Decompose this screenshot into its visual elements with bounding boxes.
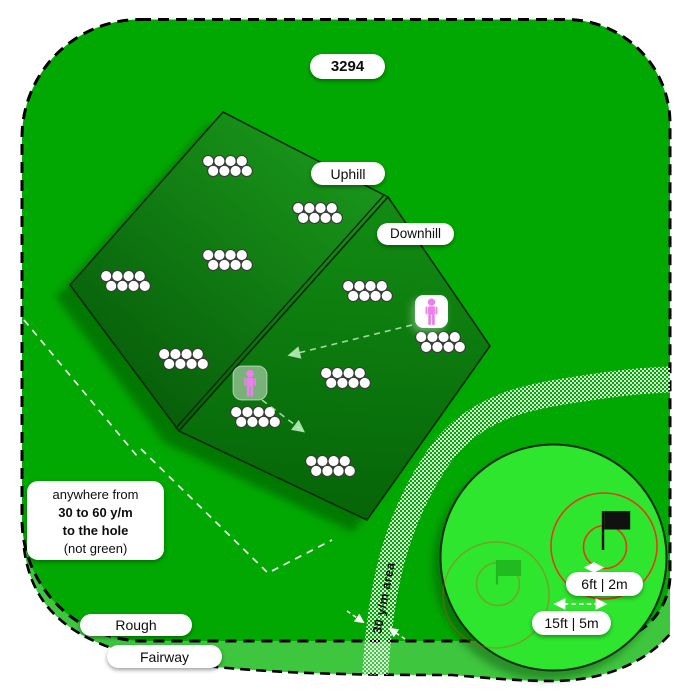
golf-ball: [347, 376, 360, 390]
golf-ball: [235, 154, 248, 168]
golf-ball: [319, 211, 332, 225]
practice-green-downhill: [178, 196, 491, 521]
arrow-to-fold-player: [287, 324, 413, 359]
golf-ball: [174, 357, 187, 371]
faded-flag-icon: [495, 560, 522, 585]
golf-ball: [138, 279, 151, 293]
golf-ball: [336, 376, 349, 390]
golf-ball: [235, 248, 248, 262]
ball-groups-layer: [100, 154, 466, 478]
course-number-badge: 3294: [310, 54, 385, 79]
golf-ball: [207, 164, 220, 178]
golf-ball: [358, 376, 371, 390]
golf-ball: [191, 347, 204, 361]
player-icon-fold: [232, 365, 268, 401]
golf-ball: [325, 376, 338, 390]
band-width-arrow-left: [346, 610, 365, 624]
golf-ball: [325, 201, 338, 215]
ball-group: [415, 330, 466, 354]
ball-group: [320, 366, 371, 390]
golf-ball: [218, 164, 231, 178]
golf-ball: [163, 357, 176, 371]
golf-ball: [127, 279, 140, 293]
golf-ball: [297, 211, 310, 225]
uphill-label: Uphill: [311, 162, 385, 185]
putting-green: [439, 443, 668, 672]
ball-group: [100, 269, 151, 293]
golf-ball: [133, 269, 146, 283]
rough-label: Rough: [80, 614, 192, 636]
golf-ball: [246, 415, 259, 429]
golf-ball: [442, 340, 455, 354]
golf-ball: [240, 164, 253, 178]
inner-distance-label: 6ft | 2m: [566, 572, 643, 596]
golf-ball: [448, 330, 461, 344]
golf-ball: [431, 340, 444, 354]
golf-ball: [347, 289, 360, 303]
golf-ball: [185, 357, 198, 371]
golf-ball: [375, 279, 388, 293]
player-icon-downhill: [412, 295, 448, 332]
golf-ball: [308, 211, 321, 225]
golf-ball: [332, 464, 345, 478]
note-line-4: (not green): [63, 541, 128, 556]
flag-icon: [601, 511, 631, 550]
golf-ball: [380, 289, 393, 303]
golf-ball: [218, 258, 231, 272]
golf-ball: [257, 415, 270, 429]
golf-ball: [116, 279, 129, 293]
golf-ball: [229, 164, 242, 178]
hitting-zone-dashed-outline: [23, 319, 333, 575]
distance-note-box: anywhere from 30 to 60 y/m to the hole (…: [27, 481, 164, 560]
ball-group: [292, 201, 343, 225]
active-pin-group: [550, 492, 658, 610]
outer-distance-label: 15ft | 5m: [532, 611, 611, 635]
ball-group: [202, 248, 253, 272]
fold-line: [174, 194, 386, 429]
golf-ball: [453, 340, 466, 354]
downhill-label: Downhill: [377, 223, 454, 245]
golf-ball: [343, 464, 356, 478]
golf-ball: [207, 258, 220, 272]
note-line-1: anywhere from: [52, 487, 139, 502]
golf-ball: [240, 258, 253, 272]
faded-pin-group: [442, 541, 550, 649]
golf-ball: [353, 366, 366, 380]
ball-group: [230, 405, 281, 429]
ball-group: [342, 279, 393, 303]
fairway-label: Fairway: [107, 645, 222, 668]
ball-group: [202, 154, 253, 178]
golf-ball: [268, 415, 281, 429]
golf-ball: [229, 258, 242, 272]
golf-ball: [420, 340, 433, 354]
note-line-3: to the hole: [62, 523, 129, 538]
golf-ball: [358, 289, 371, 303]
ball-group: [158, 347, 209, 371]
band-width-arrow-right: [388, 627, 406, 640]
golf-ball: [310, 464, 323, 478]
golf-ball: [330, 211, 343, 225]
ball-group: [305, 454, 356, 478]
golf-ball: [338, 454, 351, 468]
golf-ball: [321, 464, 334, 478]
arrow-from-fold-player: [261, 399, 306, 433]
thirty-ym-band: [361, 365, 670, 681]
golf-ball: [105, 279, 118, 293]
golf-ball: [369, 289, 382, 303]
golf-ball: [196, 357, 209, 371]
golf-ball: [235, 415, 248, 429]
note-line-2: 30 to 60 y/m: [58, 505, 133, 520]
golf-ball: [263, 405, 276, 419]
fairway-boundary-dashed: [22, 547, 671, 683]
